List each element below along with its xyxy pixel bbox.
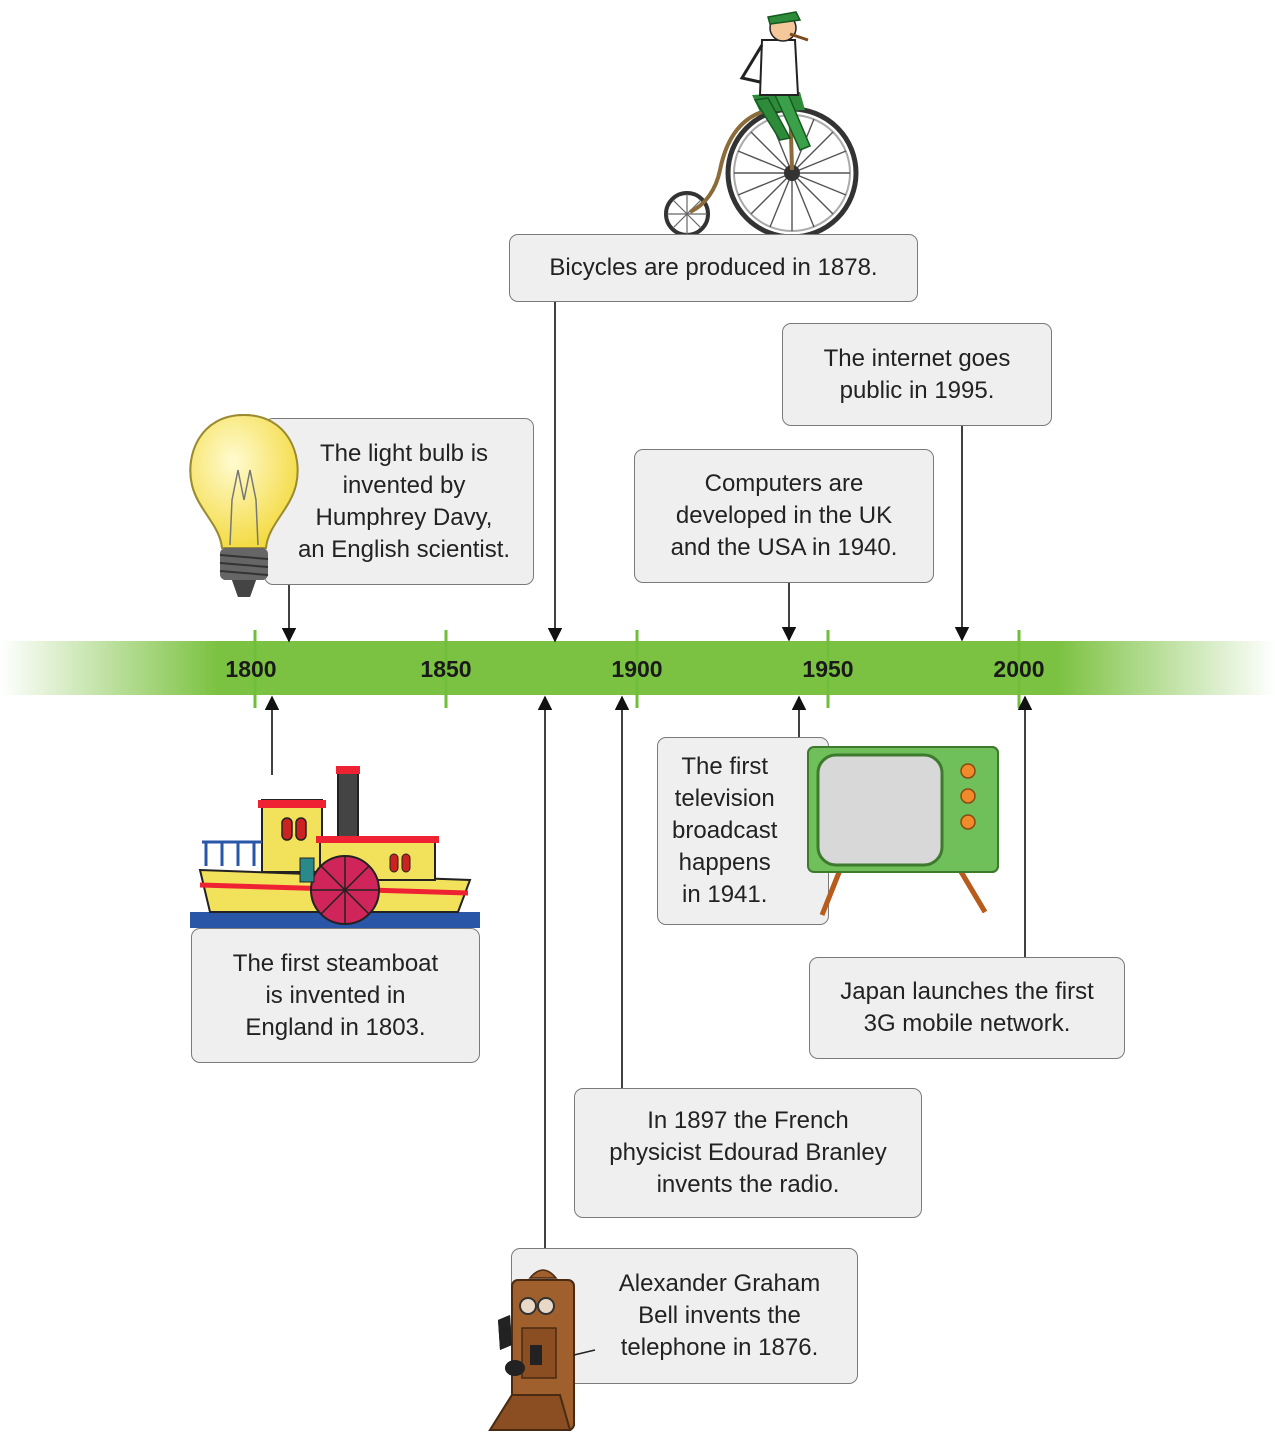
- event-box-steamboat: The first steamboat is invented in Engla…: [191, 928, 480, 1063]
- year-label-1800: 1800: [225, 656, 276, 682]
- steamboat-icon: [190, 766, 480, 928]
- event-box-internet: The internet goes public in 1995.: [782, 323, 1052, 426]
- event-box-radio: In 1897 the French physicist Edourad Bra…: [574, 1088, 922, 1218]
- television-icon: [807, 746, 999, 916]
- year-label-2000: 2000: [993, 656, 1044, 682]
- year-label-1950: 1950: [802, 656, 853, 682]
- event-box-bicycle: Bicycles are produced in 1878.: [509, 234, 918, 302]
- event-box-computers: Computers are developed in the UK and th…: [634, 449, 934, 583]
- event-box-mobile: Japan launches the first 3G mobile netwo…: [809, 957, 1125, 1059]
- timeline-ticks: [253, 630, 1021, 708]
- connector-arrows: [264, 302, 1033, 1250]
- event-box-telephone: Alexander Graham Bell invents the teleph…: [511, 1248, 858, 1384]
- year-label-1900: 1900: [611, 656, 662, 682]
- year-label-1850: 1850: [420, 656, 471, 682]
- event-box-television: The first television broadcast happens i…: [657, 737, 829, 925]
- penny-farthing-bicycle-icon: [664, 11, 859, 240]
- event-box-lightbulb: The light bulb is invented by Humphrey D…: [264, 418, 534, 585]
